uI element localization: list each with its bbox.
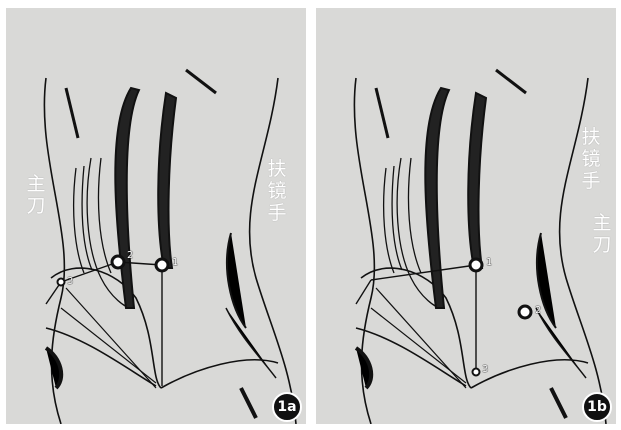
- port-1-label: 1: [486, 257, 492, 268]
- port-3-marker: [473, 369, 480, 376]
- anatomy-drawing-1a: [6, 8, 306, 424]
- port-1-label: 1: [172, 257, 178, 268]
- assistant-scope-label: 扶镜手: [266, 158, 288, 224]
- main-knife-label: 主刀: [591, 212, 613, 256]
- port-markers-1a: [58, 256, 169, 286]
- port-1-marker: [470, 259, 482, 271]
- port-3-marker: [58, 279, 65, 286]
- panel-1b: 扶镜手 主刀 1 2 3 1b: [316, 8, 616, 424]
- port-2-marker: [112, 256, 124, 268]
- port-3-label: 3: [67, 276, 73, 287]
- port-2-label: 2: [127, 250, 133, 261]
- assistant-scope-label: 扶镜手: [580, 126, 602, 192]
- panel-1a: 主刀 扶镜手 1 2 3 1a: [6, 8, 306, 424]
- anatomy-drawing-1b: [316, 8, 616, 424]
- port-1-marker: [156, 259, 168, 271]
- port-2-marker: [519, 306, 531, 318]
- port-markers-1b: [470, 259, 531, 376]
- port-2-label: 2: [535, 305, 541, 316]
- panel-badge: 1a: [272, 392, 302, 422]
- main-knife-label: 主刀: [25, 173, 47, 217]
- port-3-label: 3: [482, 364, 488, 375]
- panel-badge: 1b: [582, 392, 612, 422]
